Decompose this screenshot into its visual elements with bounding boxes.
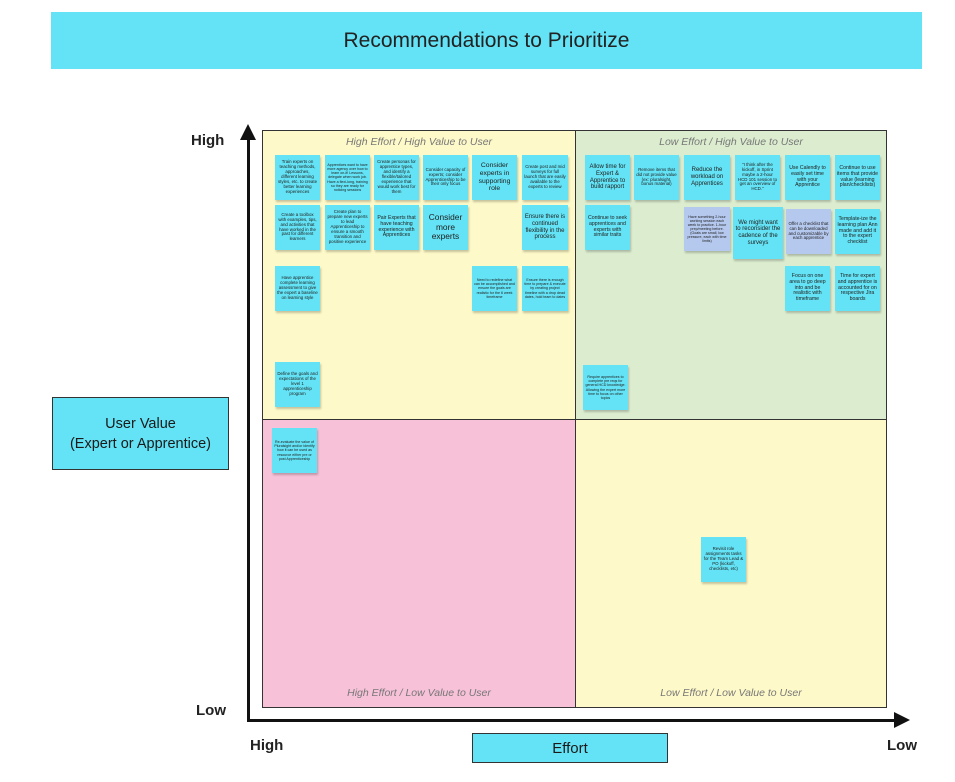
quadrant-label: Low Effort / High Value to User xyxy=(659,136,803,148)
sticky-note[interactable]: Have something 2-hour working session ea… xyxy=(684,207,730,251)
sticky-note[interactable]: We might want to reconsider the cadence … xyxy=(733,207,783,259)
sticky-note[interactable]: Focus on one area to go deep into and be… xyxy=(785,266,830,311)
sticky-note[interactable]: Pair Experts that have teaching experien… xyxy=(374,205,419,250)
y-axis-line xyxy=(247,136,250,722)
y-axis-low-label: Low xyxy=(196,702,226,719)
sticky-note[interactable]: Revisit role assignments tasks for the T… xyxy=(701,537,746,582)
sticky-note[interactable]: "I think after the kickoff, in Sprint ma… xyxy=(735,155,780,200)
sticky-note[interactable]: Reduce the workload on Apprentices xyxy=(684,155,730,200)
x-axis-arrow xyxy=(894,712,910,728)
sticky-note[interactable]: Offer a checklist that can be downloaded… xyxy=(786,209,831,254)
sticky-note[interactable]: Consider capacity of experts; consider A… xyxy=(423,155,468,200)
y-axis-arrow xyxy=(240,124,256,140)
sticky-note[interactable]: Time for expert and apprentice is accoun… xyxy=(835,266,880,311)
quadrant-label: High Effort / High Value to User xyxy=(345,136,493,148)
sticky-note[interactable]: Create personas for apprentice types, an… xyxy=(374,155,419,200)
x-axis-low-label: Low xyxy=(887,737,917,754)
y-axis-title-line1: User Value xyxy=(105,415,176,432)
sticky-note[interactable]: Create post and mid surveys for full lau… xyxy=(522,155,568,200)
sticky-note[interactable]: Consider more experts xyxy=(423,205,468,250)
y-axis-high-label: High xyxy=(191,132,225,149)
sticky-note[interactable]: Re-evaluate the value of Pluralsight and… xyxy=(272,428,317,473)
sticky-note[interactable]: Train experts on teaching methods, appro… xyxy=(275,155,320,200)
x-axis-title-box: Effort xyxy=(472,733,668,763)
x-axis-high-label: High xyxy=(250,737,284,754)
sticky-note[interactable]: Ensure there is continued flexibility in… xyxy=(522,205,568,250)
sticky-note[interactable]: Use Calendly to easily set time with you… xyxy=(785,155,830,200)
quadrant-label: Low Effort / Low Value to User xyxy=(660,687,802,699)
sticky-note[interactable]: Consider experts in supporting role xyxy=(472,155,517,200)
sticky-note[interactable]: Ensure there is enough time to prepare &… xyxy=(522,266,568,311)
sticky-note[interactable]: Create a toolbox with examples, tips, an… xyxy=(275,205,320,250)
page-title: Recommendations to Prioritize xyxy=(51,12,922,69)
sticky-note[interactable]: Require apprentices to complete pre reqs… xyxy=(583,365,628,410)
quadrant-label: High Effort / Low Value to User xyxy=(347,687,491,699)
sticky-note[interactable]: Allow time for Expert & Apprentice to bu… xyxy=(585,155,630,200)
sticky-note[interactable]: Apprentices want to have more agency ove… xyxy=(325,155,370,200)
sticky-note[interactable]: Remove items that did not provide value … xyxy=(634,155,679,200)
sticky-note[interactable]: Continue to seek apprentices and experts… xyxy=(585,205,630,250)
sticky-note[interactable]: Create plan to prepare new experts to le… xyxy=(325,205,370,250)
sticky-note[interactable]: Have apprentice complete learning assess… xyxy=(275,266,320,311)
y-axis-title-box: User Value (Expert or Apprentice) xyxy=(52,397,229,470)
sticky-note[interactable]: Continue to use items that provide value… xyxy=(835,155,880,200)
sticky-note[interactable]: Template-ize the learning plan Ann made … xyxy=(835,209,880,254)
y-axis-title-line2: (Expert or Apprentice) xyxy=(69,435,212,452)
sticky-note[interactable]: Define the goals and expectations of the… xyxy=(275,362,320,407)
x-axis-line xyxy=(247,719,897,722)
sticky-note[interactable]: Need to redefine what can be accomplishe… xyxy=(472,266,517,311)
